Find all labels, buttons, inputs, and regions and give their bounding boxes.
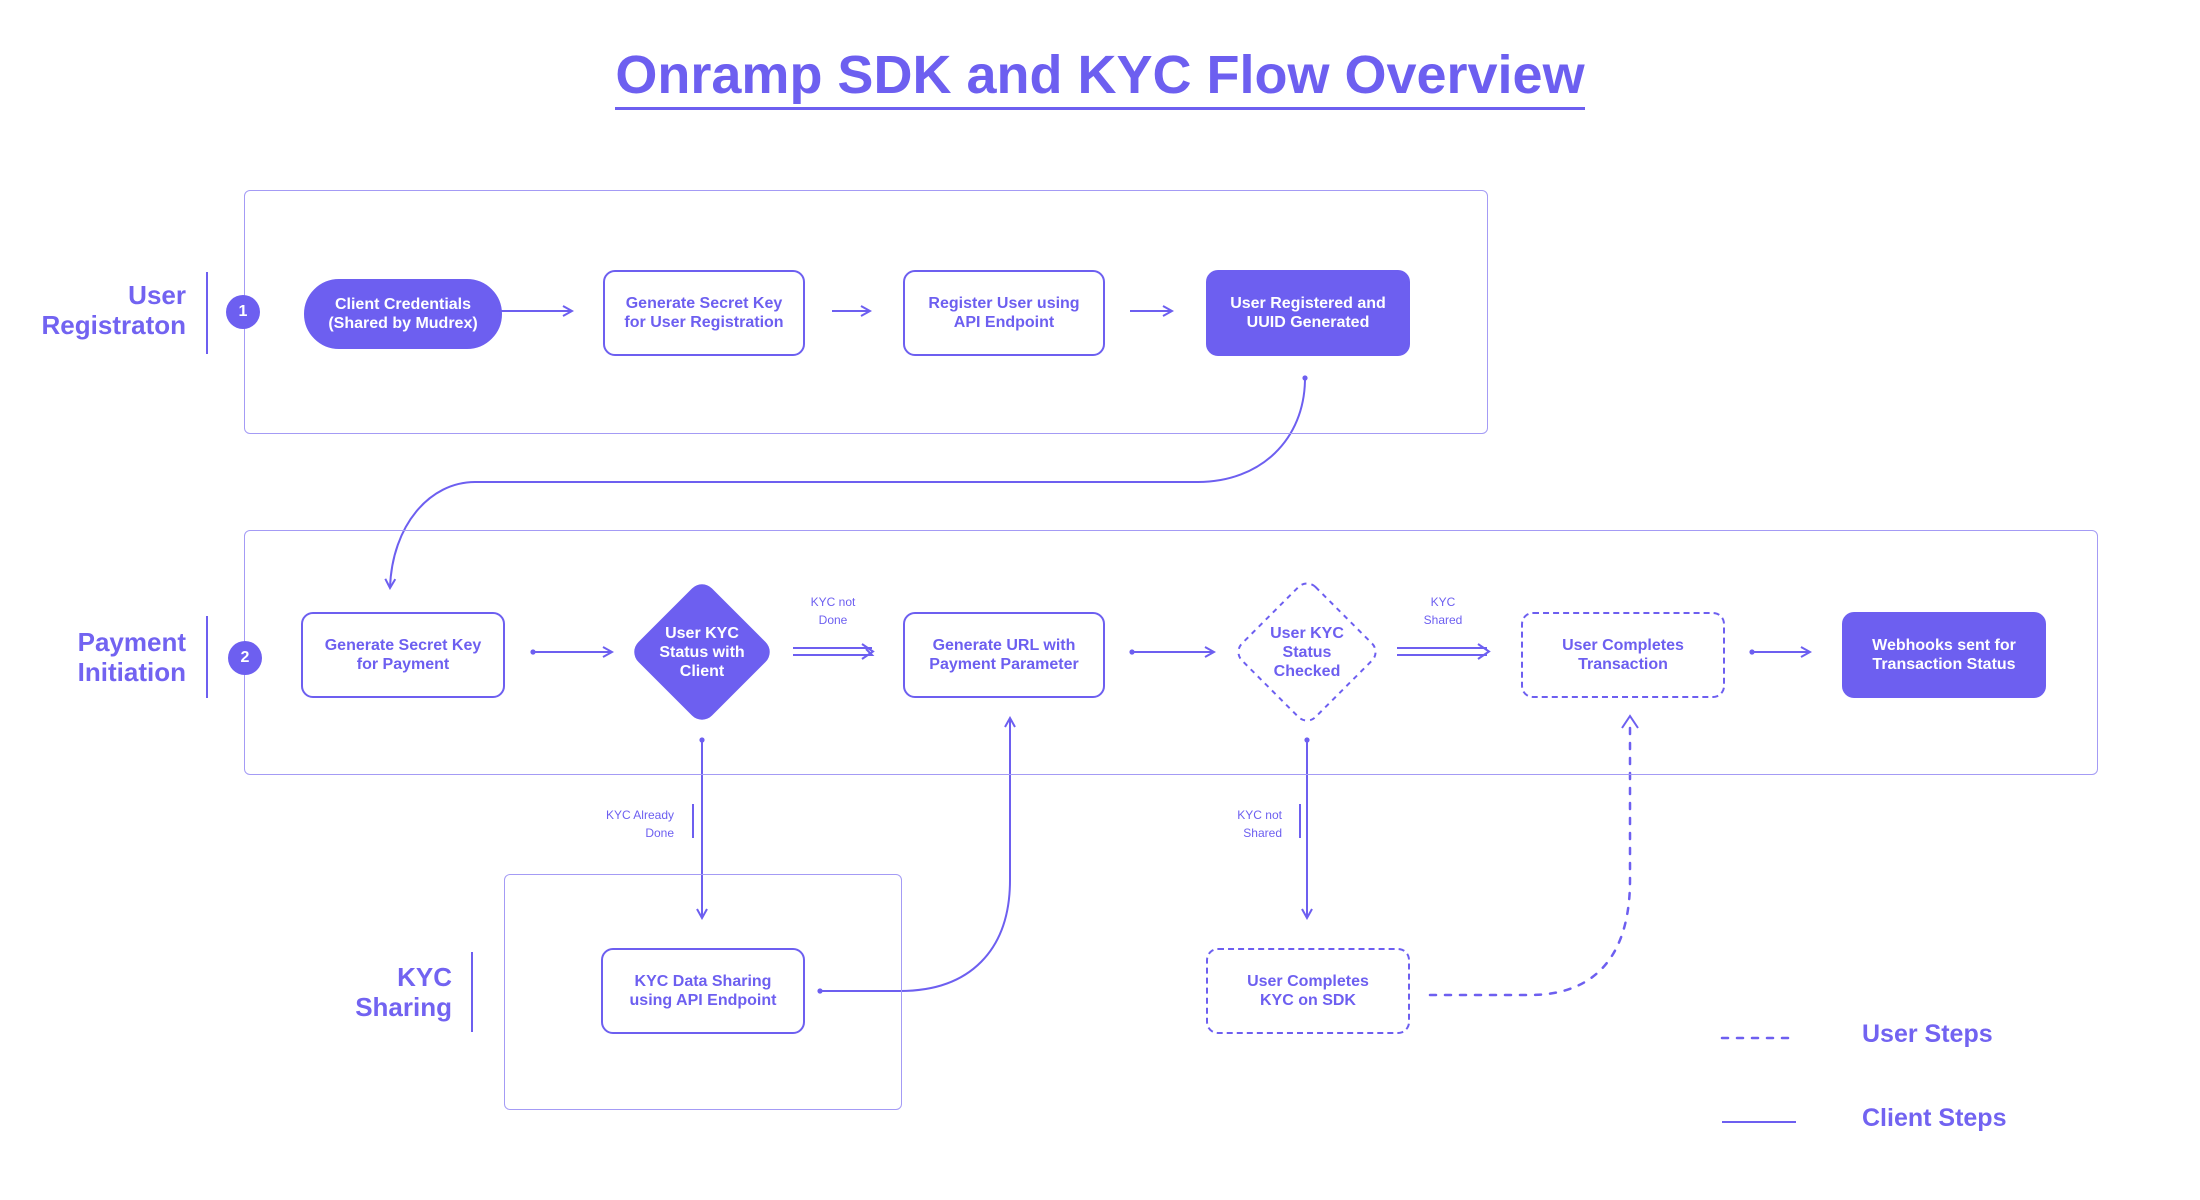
legend-client-steps: Client Steps: [1862, 1104, 2007, 1132]
step-badge-2: 2: [228, 641, 262, 675]
label-bar-kyc: [471, 952, 473, 1032]
section-payment-initiation: [244, 530, 2098, 775]
arrow-kyc-sharing-to-url: [820, 718, 1010, 991]
kyc-status-checked-diamond: [1237, 582, 1377, 722]
label-kyc-sharing: KYC Sharing: [355, 962, 452, 1022]
label-payment-initiation: Payment Initiation: [77, 627, 186, 687]
arrow-registered-to-payment: [390, 378, 1305, 588]
label-user-registration: User Registraton: [41, 280, 186, 340]
section-kyc-sharing: [504, 874, 902, 1110]
arrow-kyc-sdk-to-transaction: [1428, 720, 1632, 997]
label-bar-payment: [206, 616, 208, 698]
arrow-kyc-not-done: [793, 647, 875, 656]
kyc-status-client-diamond: [634, 584, 770, 720]
label-bar-registration: [206, 272, 208, 354]
step-badge-1: 1: [226, 295, 260, 329]
arrow-kyc-shared: [1397, 647, 1487, 656]
node-client-credentials: Client Credentials(Shared by Mudrex): [304, 279, 502, 349]
diagram-title: Onramp SDK and KYC Flow Overview: [0, 44, 2200, 110]
legend-user-steps: User Steps: [1862, 1020, 1993, 1048]
